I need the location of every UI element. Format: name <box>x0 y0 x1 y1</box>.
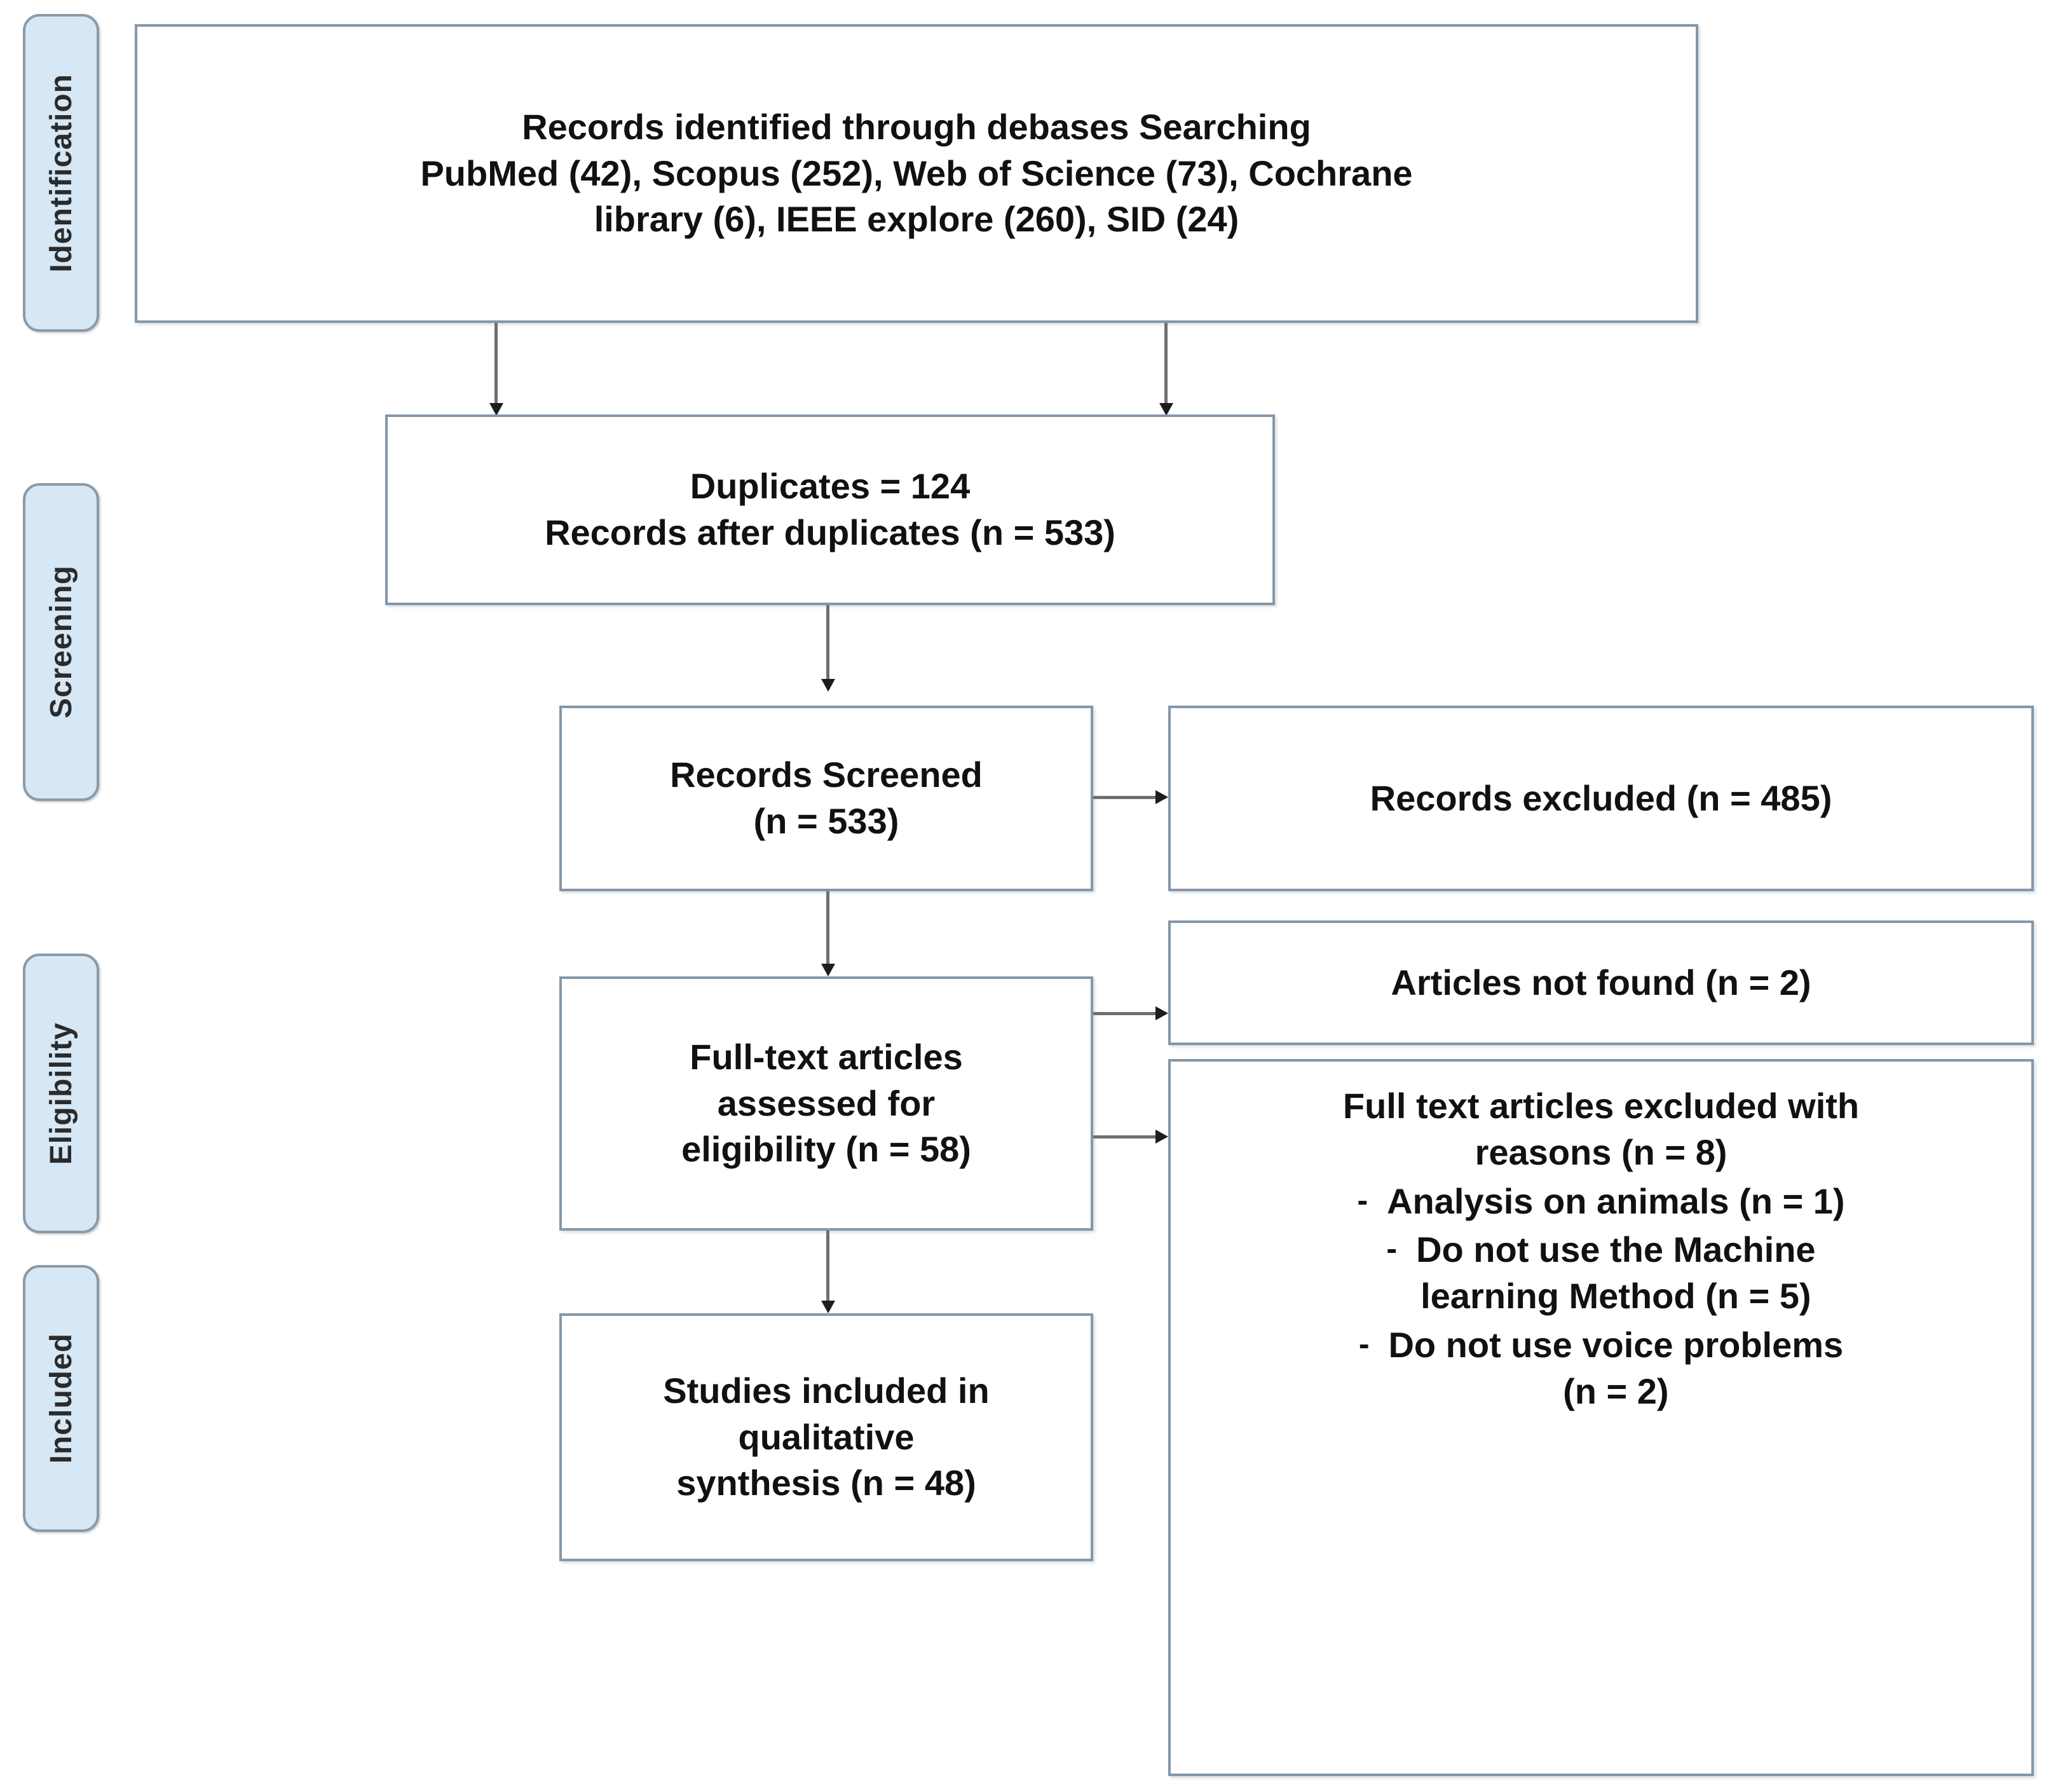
box-records-screened: Records Screened (n = 533) <box>559 706 1093 891</box>
reason-text: Do not use voice problems (n = 2) <box>1388 1324 1844 1411</box>
arrowhead-duplicates-to-screened <box>821 679 835 692</box>
reasons-heading: Full text articles excluded with reasons… <box>1342 1086 1860 1172</box>
connector-identified-to-duplicates-left <box>494 323 498 409</box>
box-records-excluded-text: Records excluded (n = 485) <box>1370 777 1832 818</box>
connector-fulltext-to-excluded-reasons <box>1093 1135 1157 1139</box>
arrowhead-fulltext-to-not-found <box>1155 1006 1168 1020</box>
arrowhead-screened-to-excluded <box>1155 790 1168 804</box>
connector-duplicates-to-screened <box>826 605 829 685</box>
box-records-excluded: Records excluded (n = 485) <box>1168 706 2034 891</box>
stage-chip-included: Included <box>23 1265 99 1532</box>
arrowhead-fulltext-to-studies-included <box>821 1301 835 1313</box>
stage-label-identification: Identification <box>44 73 78 273</box>
stage-chip-screening: Screening <box>23 483 99 801</box>
box-studies-included-text: Studies included in qualitative synthesi… <box>663 1370 990 1503</box>
arrowhead-fulltext-to-excluded-reasons <box>1155 1130 1168 1144</box>
reason-item: - Analysis on animals (n = 1) <box>1187 1179 2015 1225</box>
box-records-screened-text: Records Screened (n = 533) <box>670 755 983 841</box>
arrowhead-identified-to-duplicates-right <box>1159 403 1173 416</box>
box-duplicates-text: Duplicates = 124 Records after duplicate… <box>545 466 1115 552</box>
reason-text: Do not use the Machine learning Method (… <box>1416 1229 1816 1317</box>
reason-dash-icon: - <box>1358 1325 1370 1362</box>
box-duplicates: Duplicates = 124 Records after duplicate… <box>385 414 1275 605</box>
connector-identified-to-duplicates-right <box>1164 323 1168 409</box>
box-records-identified-text: Records identified through debases Searc… <box>420 106 1413 240</box>
stage-chip-eligibility: Eligibility <box>23 954 99 1233</box>
stage-label-included: Included <box>44 1333 78 1464</box>
arrowhead-screened-to-fulltext <box>821 964 835 976</box>
reason-item: - Do not use the Machine learning Method… <box>1187 1227 2015 1320</box>
connector-fulltext-to-not-found <box>1093 1012 1157 1015</box>
connector-screened-to-excluded <box>1093 796 1157 799</box>
box-fulltext-assessed: Full-text articles assessed for eligibil… <box>559 976 1093 1231</box>
box-studies-included: Studies included in qualitative synthesi… <box>559 1313 1093 1561</box>
reasons-wrap: Full text articles excluded with reasons… <box>1187 1083 2015 1415</box>
stage-chip-identification: Identification <box>23 14 99 332</box>
box-fulltext-excluded-reasons: Full text articles excluded with reasons… <box>1168 1059 2034 1776</box>
stage-label-screening: Screening <box>44 565 78 719</box>
box-articles-not-found-text: Articles not found (n = 2) <box>1391 962 1811 1002</box>
reason-item: - Do not use voice problems (n = 2) <box>1187 1322 2015 1415</box>
connector-screened-to-fulltext <box>826 891 829 970</box>
arrowhead-identified-to-duplicates-left <box>489 403 503 416</box>
connector-fulltext-to-studies-included <box>826 1231 829 1307</box>
reason-text: Analysis on animals (n = 1) <box>1387 1180 1845 1221</box>
reason-dash-icon: - <box>1357 1182 1368 1218</box>
stage-label-eligibility: Eligibility <box>44 1022 78 1165</box>
box-fulltext-assessed-text: Full-text articles assessed for eligibil… <box>681 1036 971 1170</box>
box-records-identified: Records identified through debases Searc… <box>135 24 1698 323</box>
reason-dash-icon: - <box>1386 1231 1398 1267</box>
box-articles-not-found: Articles not found (n = 2) <box>1168 920 2034 1045</box>
